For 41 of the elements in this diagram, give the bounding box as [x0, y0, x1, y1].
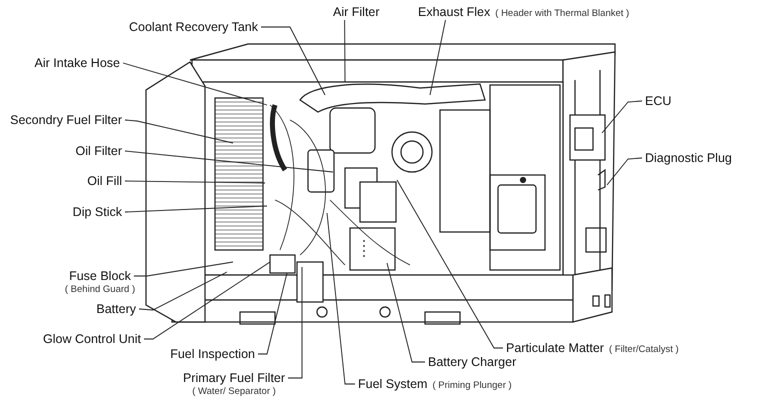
part-label: Secondry Fuel Filter — [10, 113, 122, 128]
part-note: ( Water/ Separator ) — [191, 386, 277, 398]
leader-line — [260, 26, 326, 96]
part-note: ( Behind Guard ) — [64, 284, 136, 296]
leader-line — [258, 272, 288, 354]
leader-line — [396, 180, 504, 348]
part-label: Coolant Recovery Tank — [128, 20, 258, 35]
leader-line — [124, 150, 334, 172]
part-label: Glow Control Unit — [43, 332, 141, 347]
leader-line — [288, 266, 302, 378]
part-label: Oil Filter — [75, 144, 122, 159]
part-label: Particulate Matter — [506, 341, 604, 355]
leader-line — [122, 62, 268, 106]
part-label: Air Filter — [333, 5, 380, 20]
part-label: Oil Fill — [87, 174, 122, 189]
part-label: Air Intake Hose — [34, 56, 120, 71]
part-label: Diagnostic Plug — [645, 151, 732, 166]
leader-line — [138, 272, 228, 310]
part-label: Fuel System — [358, 377, 428, 391]
leader-line — [124, 180, 266, 184]
part-note: ( Header with Thermal Blanket ) — [495, 8, 630, 19]
leader-line — [124, 206, 268, 212]
part-label: Dip Stick — [72, 205, 122, 220]
leader-line — [133, 262, 234, 276]
part-note: ( Priming Plunger ) — [432, 380, 512, 391]
leader-line — [602, 100, 642, 134]
part-label: Fuse Block — [68, 269, 132, 284]
leader-line — [386, 262, 426, 362]
part-note: ( Filter/Catalyst ) — [608, 344, 679, 355]
part-label: ECU — [645, 94, 672, 109]
leader-line — [344, 20, 346, 82]
part-label: Exhaust Flex — [418, 5, 490, 19]
leader-line — [144, 262, 270, 340]
leader-line — [124, 120, 234, 144]
part-label: Battery — [96, 302, 136, 317]
part-label: Fuel Inspection — [170, 347, 255, 362]
part-label: Battery Charger — [428, 355, 516, 370]
leader-line — [326, 212, 356, 384]
leader-line — [606, 158, 642, 186]
part-label: Primary Fuel Filter — [182, 371, 286, 386]
leader-line — [430, 20, 446, 96]
